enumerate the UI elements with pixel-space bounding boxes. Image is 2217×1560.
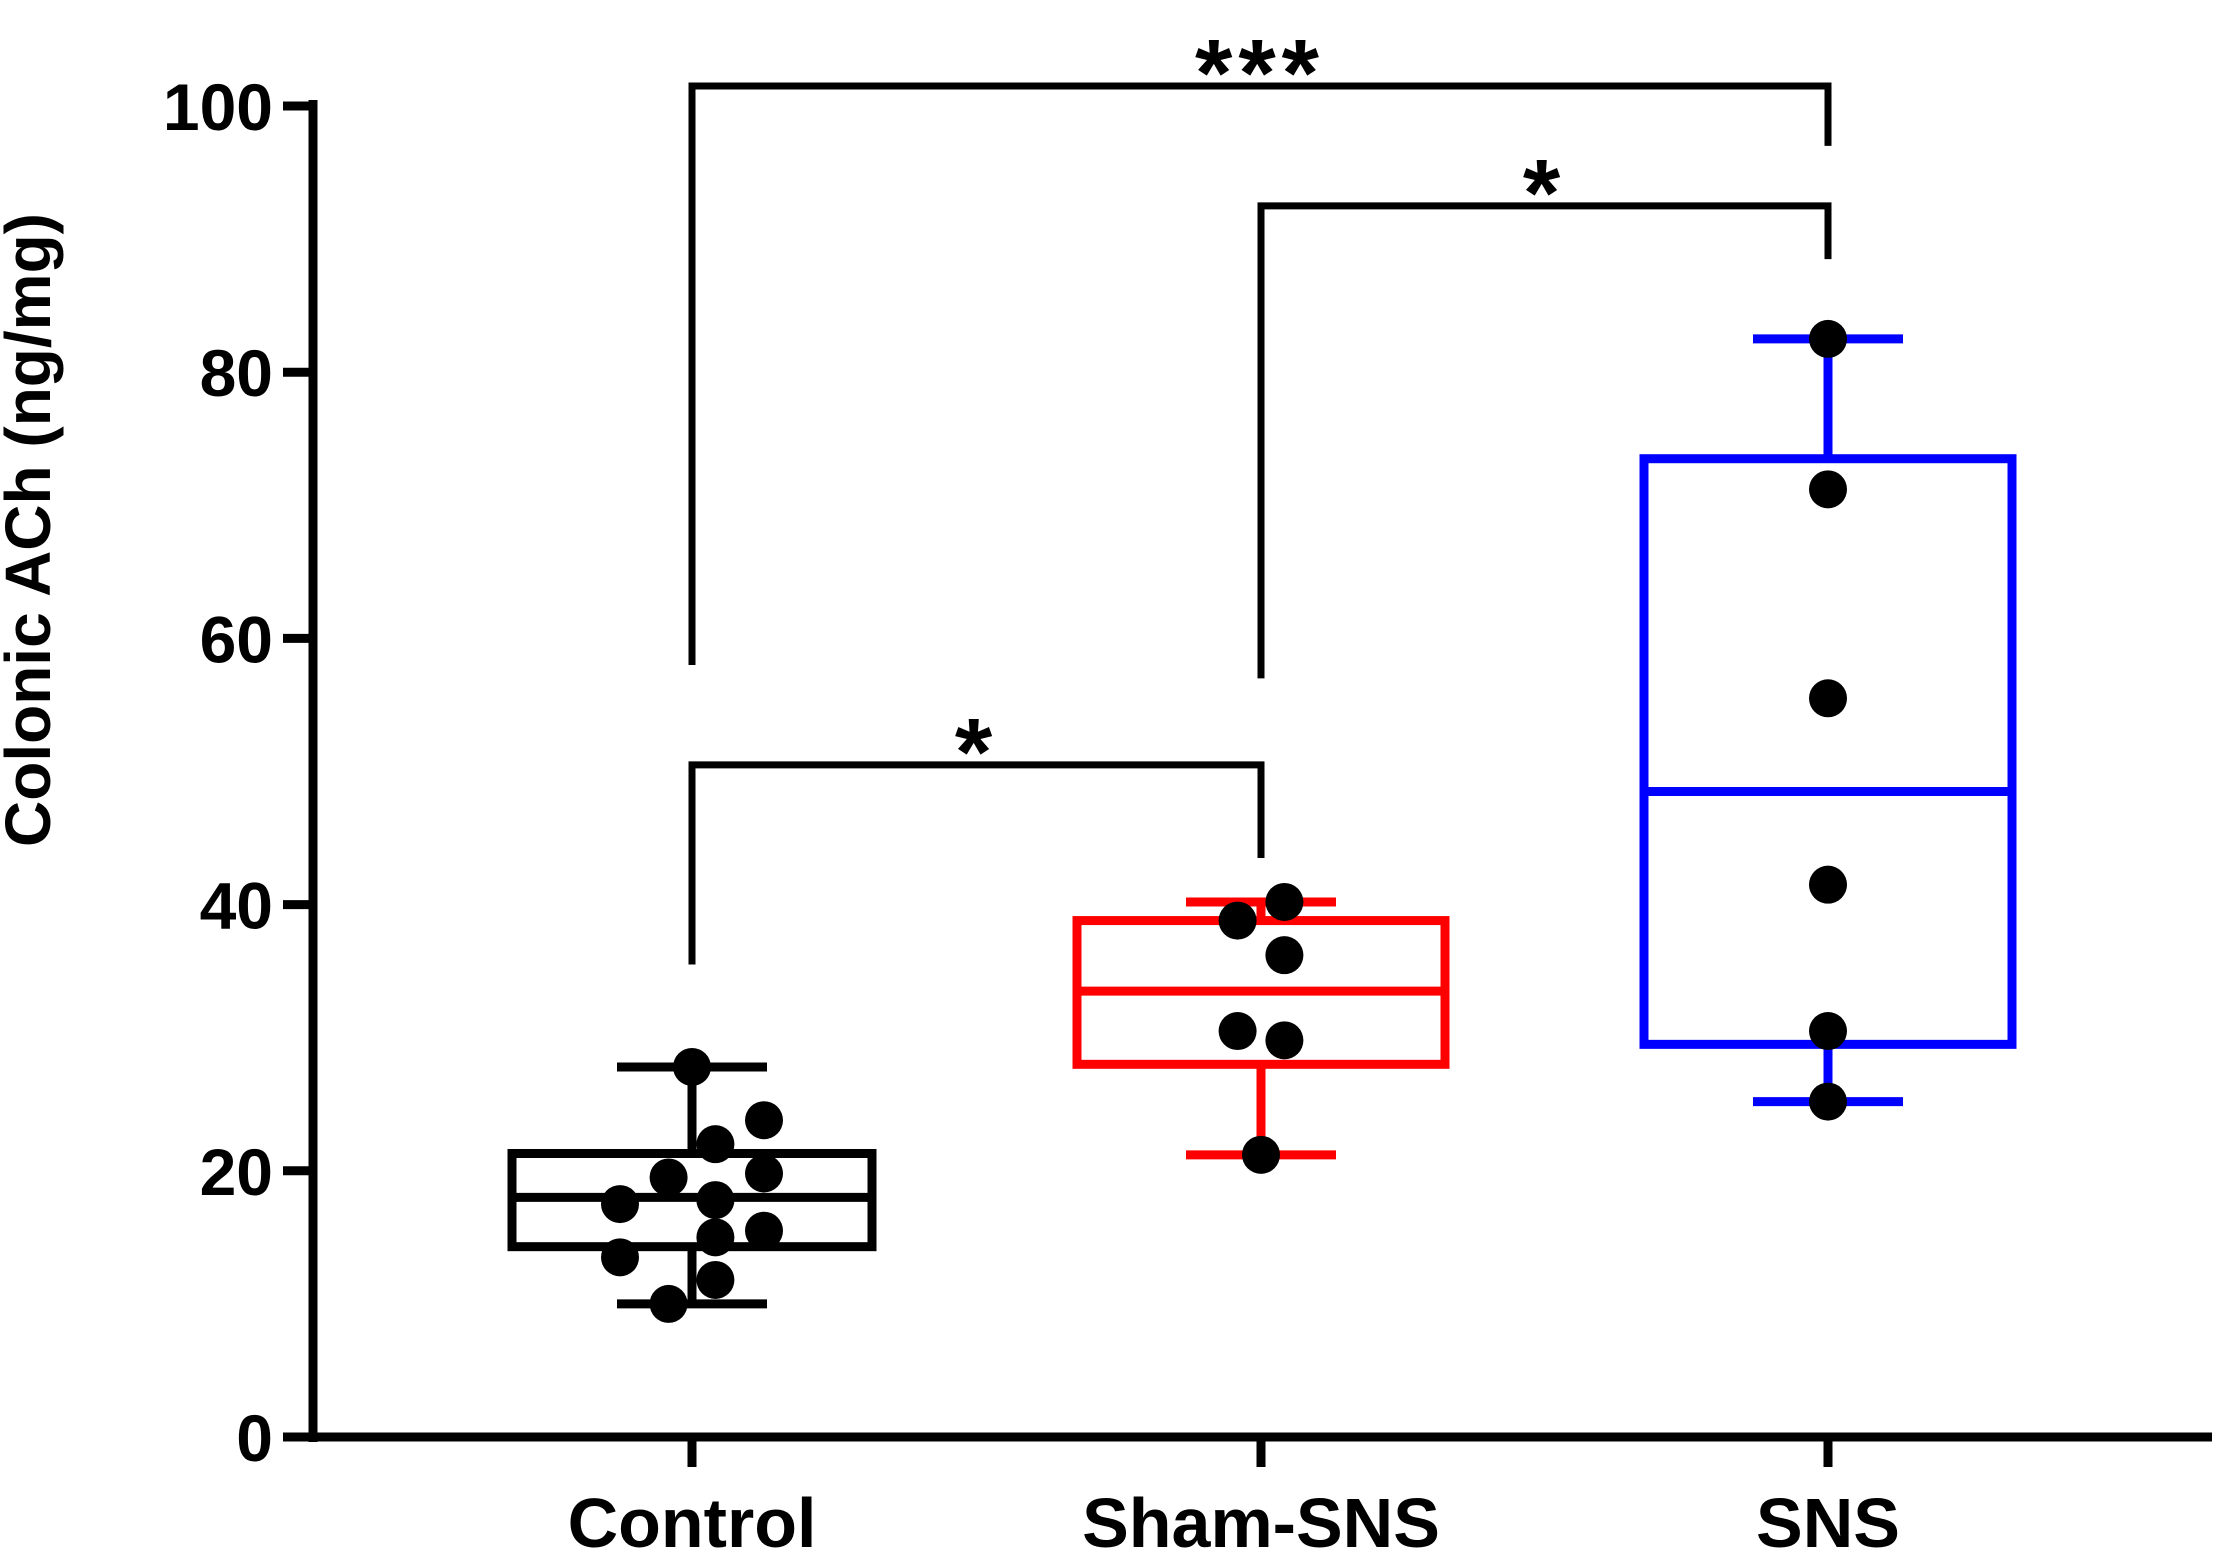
data-points bbox=[601, 319, 1847, 1323]
data-point bbox=[696, 1260, 735, 1299]
x-tick-label: Control bbox=[568, 1484, 817, 1560]
significance-label: *** bbox=[1195, 20, 1325, 127]
box-sham-sns bbox=[1072, 897, 1450, 1160]
data-point bbox=[696, 1181, 735, 1220]
data-point bbox=[673, 1047, 711, 1086]
data-point bbox=[601, 1185, 639, 1224]
y-tick-label: 100 bbox=[163, 70, 273, 144]
y-tick-label: 60 bbox=[200, 602, 273, 676]
bracket-line bbox=[688, 761, 1265, 965]
x-tick-label: SNS bbox=[1756, 1484, 1900, 1560]
data-point bbox=[601, 1238, 639, 1277]
data-point bbox=[1809, 470, 1847, 509]
y-tick-label: 0 bbox=[236, 1401, 273, 1475]
y-axis-label: Colonic ACh (ng/mg) bbox=[0, 213, 64, 847]
significance-label: * bbox=[1523, 140, 1566, 247]
interquartile-box bbox=[1639, 454, 2017, 1049]
data-point bbox=[745, 1211, 783, 1250]
data-point bbox=[1265, 882, 1304, 921]
data-point bbox=[1218, 1012, 1257, 1051]
significance-label: * bbox=[955, 699, 998, 806]
box-sns bbox=[1639, 334, 2017, 1107]
data-point bbox=[1809, 679, 1847, 718]
y-tick-label: 80 bbox=[200, 336, 273, 410]
data-point bbox=[1809, 319, 1847, 358]
data-point bbox=[1809, 865, 1847, 904]
y-tick-label: 40 bbox=[200, 869, 273, 943]
data-point bbox=[745, 1154, 783, 1193]
significance-bracket: * bbox=[1257, 140, 1832, 679]
box-control bbox=[507, 1062, 877, 1309]
data-point bbox=[1218, 901, 1257, 940]
y-tick-label: 20 bbox=[200, 1135, 273, 1209]
data-point bbox=[1265, 936, 1304, 975]
data-point bbox=[696, 1125, 735, 1164]
data-point bbox=[1242, 1135, 1280, 1174]
x-tick-label: Sham-SNS bbox=[1082, 1484, 1440, 1560]
significance-bracket: * bbox=[688, 699, 1265, 965]
significance-brackets: ***** bbox=[688, 20, 1832, 965]
bracket-line bbox=[688, 82, 1832, 666]
data-point bbox=[1809, 1082, 1847, 1121]
significance-bracket: *** bbox=[688, 20, 1832, 666]
data-point bbox=[649, 1284, 688, 1323]
bracket-line bbox=[1257, 202, 1832, 679]
data-point bbox=[745, 1101, 783, 1140]
data-point bbox=[1809, 1012, 1847, 1051]
data-point bbox=[696, 1218, 735, 1257]
data-point bbox=[649, 1158, 688, 1197]
data-point bbox=[1265, 1021, 1304, 1060]
